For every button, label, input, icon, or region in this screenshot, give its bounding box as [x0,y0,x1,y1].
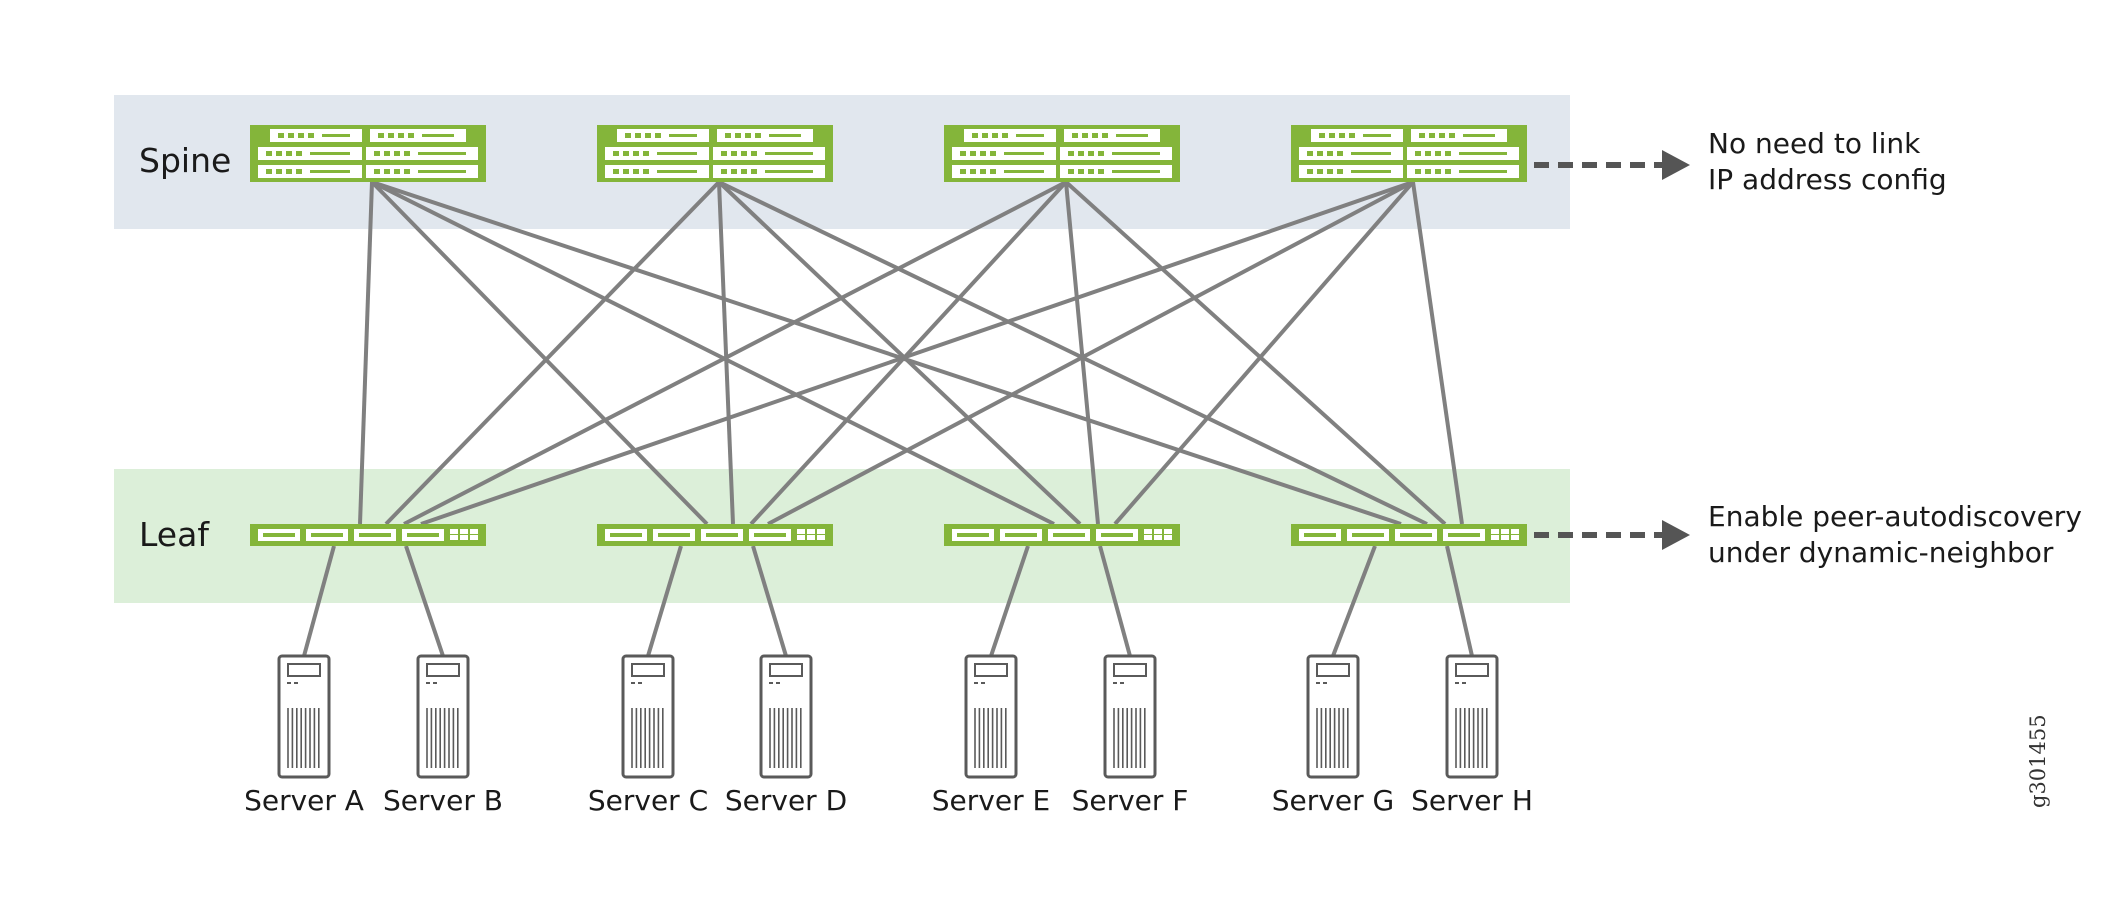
spine-switch [250,125,486,182]
spine-note-line1: No need to link [1708,127,1921,160]
server-icon [277,654,331,779]
leaf-note-arrow [1534,520,1690,550]
server-uplink [302,545,336,657]
server-icon [759,654,813,779]
fabric-link [384,180,721,526]
server-icon [1445,654,1499,779]
spine-switch [1291,125,1527,182]
server-icon [1103,654,1157,779]
fabric-link [1113,180,1415,526]
leaf-switch [1291,524,1527,546]
server-label: Server B [383,784,503,817]
figure-id: g301455 [2026,714,2050,808]
leaf-note-line2: under dynamic-neighbor [1708,536,2054,569]
fabric-link [1411,181,1464,525]
server-icon [964,654,1018,779]
server-label: Server E [932,784,1050,817]
fabric-link [403,180,1067,526]
server-uplink [1098,545,1132,657]
server-uplink [751,545,788,657]
fabric-link [1064,181,1100,525]
leaf-band-label: Leaf [139,515,210,554]
server-uplink [646,545,683,657]
server-label: Server D [725,784,847,817]
server-uplink [1445,545,1474,657]
leaf-switches [250,524,1527,546]
server-label: Server F [1072,784,1189,817]
spine-switch [944,125,1180,182]
fabric-link [767,180,1414,526]
fabric-link [717,181,735,525]
fabric-link [358,181,374,525]
fabric-link [1064,180,1447,526]
spine-band-label: Spine [139,141,231,180]
fabric-link [370,180,709,526]
leaf-switch [944,524,1180,546]
spine-note-line2: IP address config [1708,163,1947,196]
fabric-link [371,180,1055,526]
spine-switch [597,125,833,182]
leaf-switch [597,524,833,546]
server-uplink [404,545,445,657]
fabric-link [420,180,1414,526]
spine-note-arrow [1534,150,1690,180]
server-icon [416,654,470,779]
fabric-links [358,180,1464,526]
fabric-link [371,180,1402,526]
fabric-link [718,180,1428,526]
server-icon [621,654,675,779]
server-uplinks [302,545,1474,657]
fabric-link [717,180,1082,526]
server-label: Server A [244,784,364,817]
leaf-note-line1: Enable peer-autodiscovery [1708,500,2082,533]
server-uplink [1331,545,1377,657]
server-label: Server G [1272,784,1394,817]
server-uplink [989,545,1030,657]
leaf-switch [250,524,486,546]
servers: Server A Server B Server C Server D Server E… [244,654,1533,817]
server-label: Server C [588,784,708,817]
server-icon [1306,654,1360,779]
fabric-link [749,180,1068,526]
server-label: Server H [1411,784,1533,817]
spine-switches [250,125,1527,182]
